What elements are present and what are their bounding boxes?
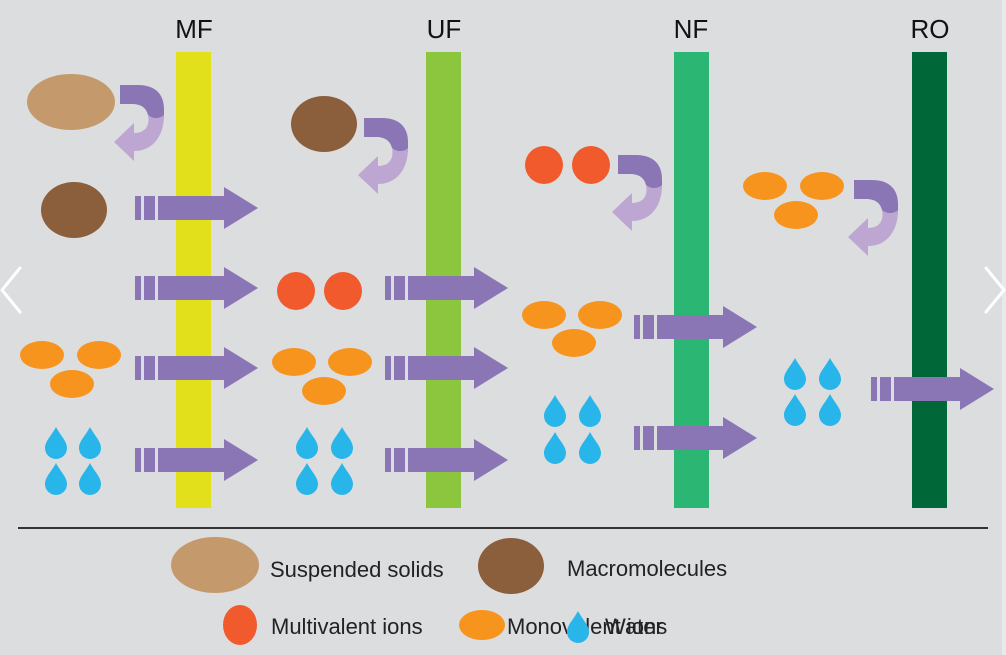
membrane-label-mf: MF — [175, 14, 213, 44]
rejection-arrow — [358, 118, 408, 194]
monovalent-ion-group — [743, 172, 844, 229]
multivalent-ion-group — [277, 272, 362, 310]
macromolecule-particle — [291, 96, 357, 152]
water-droplet-group — [544, 395, 601, 464]
legend-item-water: Water — [567, 611, 663, 643]
legend: Suspended solids Macromolecules Multival… — [171, 537, 727, 645]
rejection-arrow — [114, 85, 164, 161]
membrane-label-ro: RO — [911, 14, 950, 44]
membrane-ro — [912, 52, 947, 508]
chevron-right-icon — [984, 266, 1006, 314]
membrane-label-uf: UF — [427, 14, 462, 44]
monovalent-ion-group — [272, 348, 372, 405]
legend-item-macromolecules: Macromolecules — [478, 538, 727, 594]
legend-label: Suspended solids — [270, 557, 444, 582]
page-edge — [1002, 0, 1006, 655]
next-slide-button[interactable] — [982, 262, 1006, 318]
macromolecule-particle — [41, 182, 107, 238]
membrane-label-nf: NF — [674, 14, 709, 44]
suspended-solids-swatch — [171, 537, 259, 593]
suspended-solid-particle — [27, 74, 115, 130]
monovalent-ion-group — [522, 301, 622, 357]
monovalent-ion-group — [20, 341, 121, 398]
legend-label: Macromolecules — [567, 556, 727, 581]
legend-item-suspended-solids: Suspended solids — [171, 537, 444, 593]
multivalent-ion-group — [525, 146, 610, 184]
legend-label: Water — [605, 614, 663, 639]
legend-label: Multivalent ions — [271, 614, 423, 639]
monovalent-ions-swatch — [459, 610, 505, 640]
rejection-arrow — [612, 155, 662, 231]
rejection-arrow — [848, 180, 898, 256]
macromolecules-swatch — [478, 538, 544, 594]
chevron-left-icon — [0, 266, 22, 314]
previous-slide-button[interactable] — [0, 262, 24, 318]
water-droplet-group — [784, 358, 841, 426]
legend-item-multivalent-ions: Multivalent ions — [223, 605, 423, 645]
water-droplet-group — [296, 427, 353, 495]
water-droplet-group — [45, 427, 101, 495]
multivalent-ions-swatch — [223, 605, 257, 645]
